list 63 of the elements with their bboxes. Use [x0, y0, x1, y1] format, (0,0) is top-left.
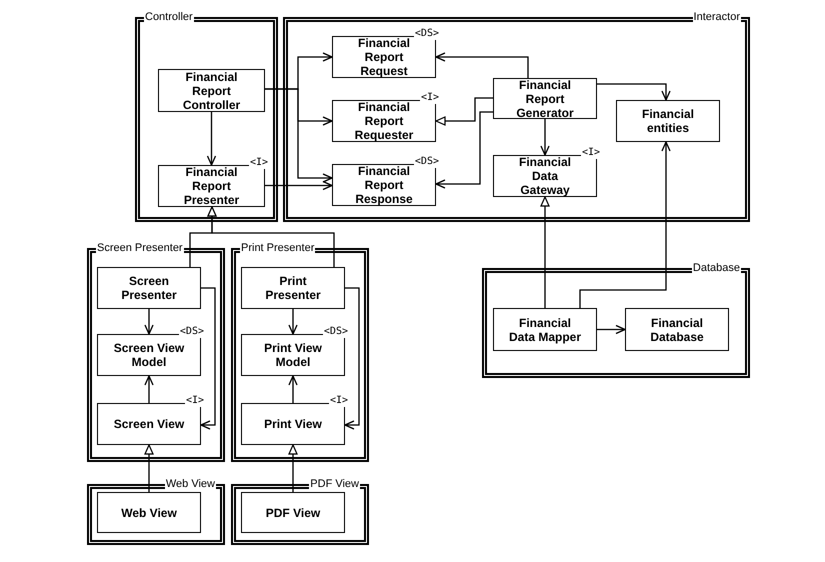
stereotype-label: <I> [248, 157, 269, 169]
stereotype-label: <I> [420, 92, 440, 104]
class-name: Financial Report Generator [515, 78, 575, 120]
stereotype-label: <I> [184, 395, 205, 407]
class-box [625, 308, 729, 351]
class-name: Financial Report Requester [354, 100, 414, 142]
class-name: Financial Report Response [354, 164, 414, 206]
arrow [597, 83, 671, 101]
class-name: Financial Data Mapper [508, 316, 582, 344]
class-name: Screen View [112, 417, 186, 431]
package-label: Screen Presenter [96, 241, 184, 255]
class-box [97, 492, 201, 533]
arrow [144, 444, 154, 492]
class-box [241, 267, 345, 309]
arrow [344, 287, 360, 430]
class-box [158, 69, 265, 112]
class-name: Financial Data Gateway [518, 155, 572, 197]
arrow [288, 444, 298, 492]
package-label: Controller [144, 10, 194, 24]
package-label: PDF View [309, 477, 360, 491]
class-box [616, 100, 720, 142]
arrow [265, 88, 333, 183]
class-name: Web View [120, 506, 178, 520]
class-name: Financial Report Request [356, 36, 411, 78]
arrow [540, 196, 550, 308]
stereotype-label: <DS> [414, 156, 440, 168]
class-name: Print View [263, 417, 323, 431]
class-name: Financial Report Controller [182, 70, 242, 112]
stereotype-label: <DS> [178, 326, 205, 338]
arrow [435, 97, 493, 126]
arrow [435, 111, 493, 189]
package-label: Print Presenter [240, 241, 316, 255]
class-name: Financial Database [649, 316, 705, 344]
class-name: Print Presenter [264, 274, 322, 302]
arrow [206, 112, 216, 166]
stereotype-label: <DS> [322, 326, 349, 338]
arrow [144, 309, 154, 335]
class-box [493, 308, 597, 351]
arrow [265, 180, 333, 190]
class-name: Financial entities [640, 107, 695, 135]
package-label: Web View [164, 477, 216, 491]
class-name: Print View Model [263, 341, 323, 369]
class-box [97, 267, 201, 309]
class-name: Screen View Model [112, 341, 186, 369]
stereotype-label: <DS> [414, 28, 440, 40]
package-label: Interactor [692, 10, 741, 24]
arrow [435, 52, 529, 78]
arrow [144, 375, 154, 403]
arrow [288, 375, 298, 403]
arrow [597, 324, 626, 334]
class-box [493, 78, 597, 119]
arrow [207, 206, 335, 267]
arrow [540, 119, 550, 156]
arrow [579, 141, 671, 308]
arrow [200, 287, 216, 430]
package-label: Database [692, 261, 741, 275]
arrow [288, 309, 298, 335]
class-name: PDF View [264, 506, 322, 520]
stereotype-label: <I> [580, 147, 601, 159]
class-box [241, 492, 345, 533]
class-name: Financial Report Presenter [182, 165, 240, 207]
stereotype-label: <I> [328, 395, 349, 407]
class-name: Screen Presenter [120, 274, 178, 302]
